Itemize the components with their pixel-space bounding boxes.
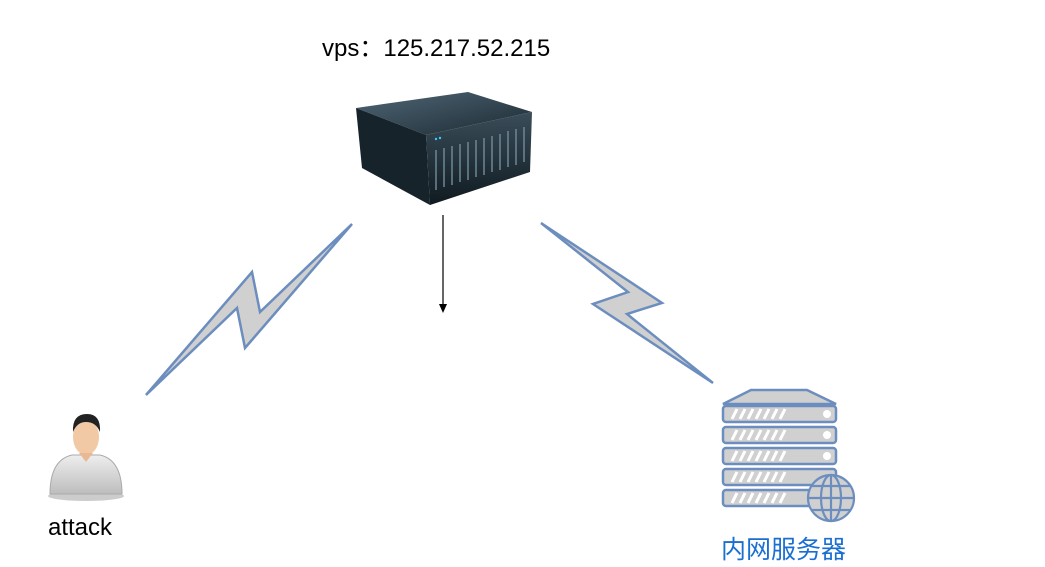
left-lightning-link: [145, 223, 353, 396]
down-arrow: [439, 215, 447, 313]
attacker-user-icon: [48, 414, 124, 501]
vps-server-icon: [356, 92, 532, 205]
globe-icon: [806, 473, 856, 523]
intranet-server-icon: [721, 388, 838, 508]
vps-address-label: vps：125.217.52.215: [322, 35, 551, 62]
attacker-label: attack: [48, 514, 113, 541]
right-lightning-link: [540, 221, 714, 385]
intranet-server-label: 内网服务器: [721, 535, 847, 564]
